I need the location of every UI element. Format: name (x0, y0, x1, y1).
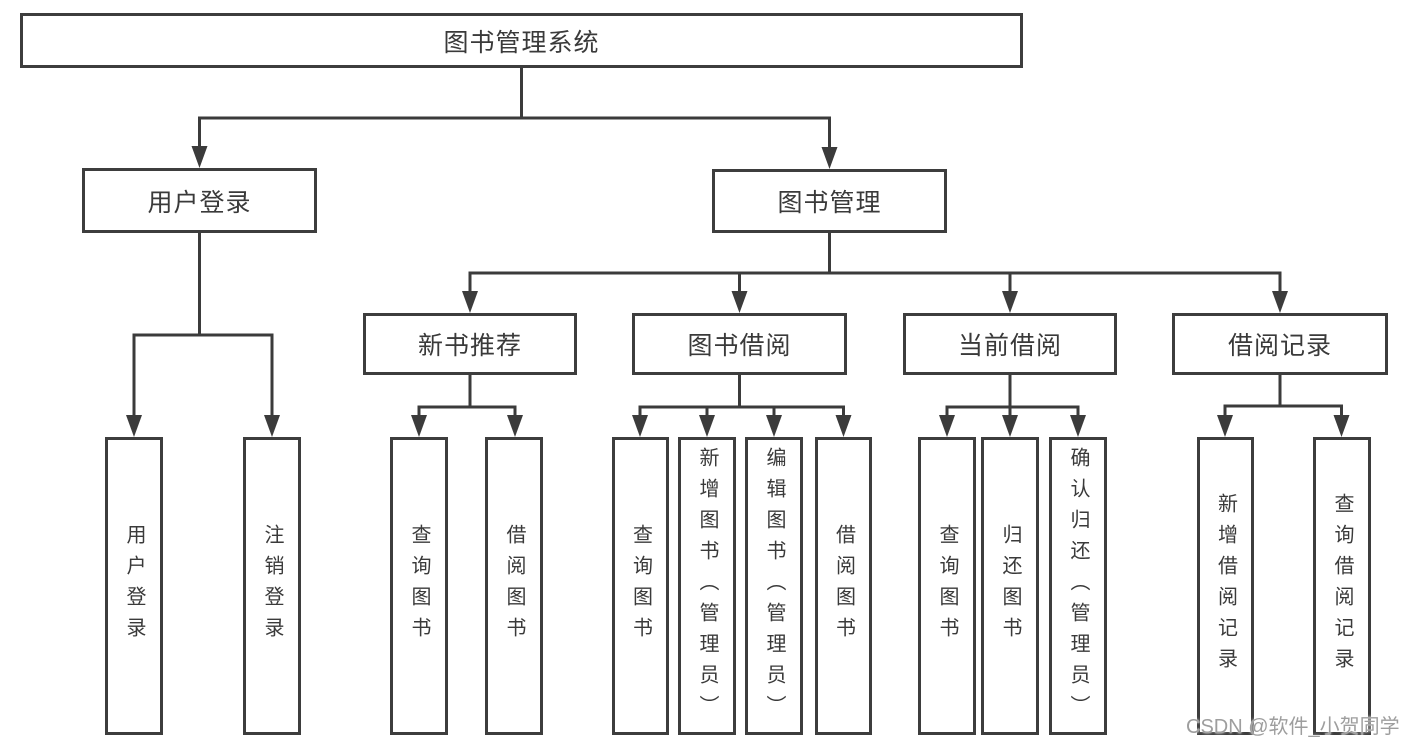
leaf-query-borrow-record: 查询借阅记录 (1313, 437, 1371, 735)
node-label: 归还图书 (999, 524, 1021, 648)
leaf-user-login: 用户登录 (105, 437, 163, 735)
connector-new-book-children (411, 373, 523, 437)
connector-user-login-children (126, 231, 280, 437)
node-label: 当前借阅 (957, 332, 1062, 360)
node-label: 图书管理系统 (443, 28, 600, 57)
leaf-borrow-books-newbook: 借阅图书 (485, 437, 543, 735)
node-label: 注销登录 (261, 524, 283, 648)
node-book-management: 图书管理 (712, 169, 947, 233)
connector-root-to-level2 (191, 66, 838, 169)
node-label: 用户登录 (147, 188, 252, 217)
leaf-add-borrow-record: 新增借阅记录 (1197, 437, 1254, 735)
node-label: 借阅记录 (1227, 332, 1332, 360)
node-label: 借阅图书 (503, 524, 525, 648)
node-label: 编辑图书（管理员） (763, 446, 785, 726)
node-label: 用户登录 (123, 524, 145, 648)
node-label: 借阅图书 (832, 524, 855, 648)
leaf-add-books-admin: 新增图书（管理员） (678, 437, 736, 735)
leaf-query-books-newbook: 查询图书 (390, 437, 448, 735)
csdn-watermark: CSDN @软件_小贺同学 (1186, 716, 1400, 738)
node-user-login: 用户登录 (82, 168, 317, 233)
node-label: 新书推荐 (417, 332, 522, 360)
node-label: 确认归还（管理员） (1067, 446, 1089, 726)
node-label: 图书借阅 (687, 332, 792, 360)
node-label: 查询借阅记录 (1331, 493, 1353, 679)
leaf-query-books-borrow: 查询图书 (612, 437, 669, 735)
node-label: 新增图书（管理员） (696, 446, 718, 726)
leaf-edit-books-admin: 编辑图书（管理员） (745, 437, 803, 735)
leaf-confirm-return-admin: 确认归还（管理员） (1049, 437, 1107, 735)
node-label: 查询图书 (408, 524, 430, 648)
connector-book-management-children (462, 231, 1288, 313)
leaf-borrow-books-borrow: 借阅图书 (815, 437, 872, 735)
leaf-return-books: 归还图书 (981, 437, 1039, 735)
connector-current-borrow-children (939, 373, 1086, 437)
connector-borrow-records-children (1217, 373, 1350, 437)
node-label: 查询图书 (936, 524, 958, 648)
leaf-query-books-current: 查询图书 (918, 437, 976, 735)
node-label: 新增借阅记录 (1214, 493, 1237, 679)
node-book-borrow: 图书借阅 (632, 313, 847, 375)
node-current-borrow: 当前借阅 (903, 313, 1117, 375)
connector-book-borrow-children (632, 373, 852, 437)
node-label: 图书管理 (777, 189, 882, 217)
node-borrow-records: 借阅记录 (1172, 313, 1388, 375)
leaf-logout: 注销登录 (243, 437, 301, 735)
node-label: 查询图书 (629, 524, 652, 648)
node-new-book-recommend: 新书推荐 (363, 313, 577, 375)
node-library-management-system: 图书管理系统 (20, 13, 1023, 68)
